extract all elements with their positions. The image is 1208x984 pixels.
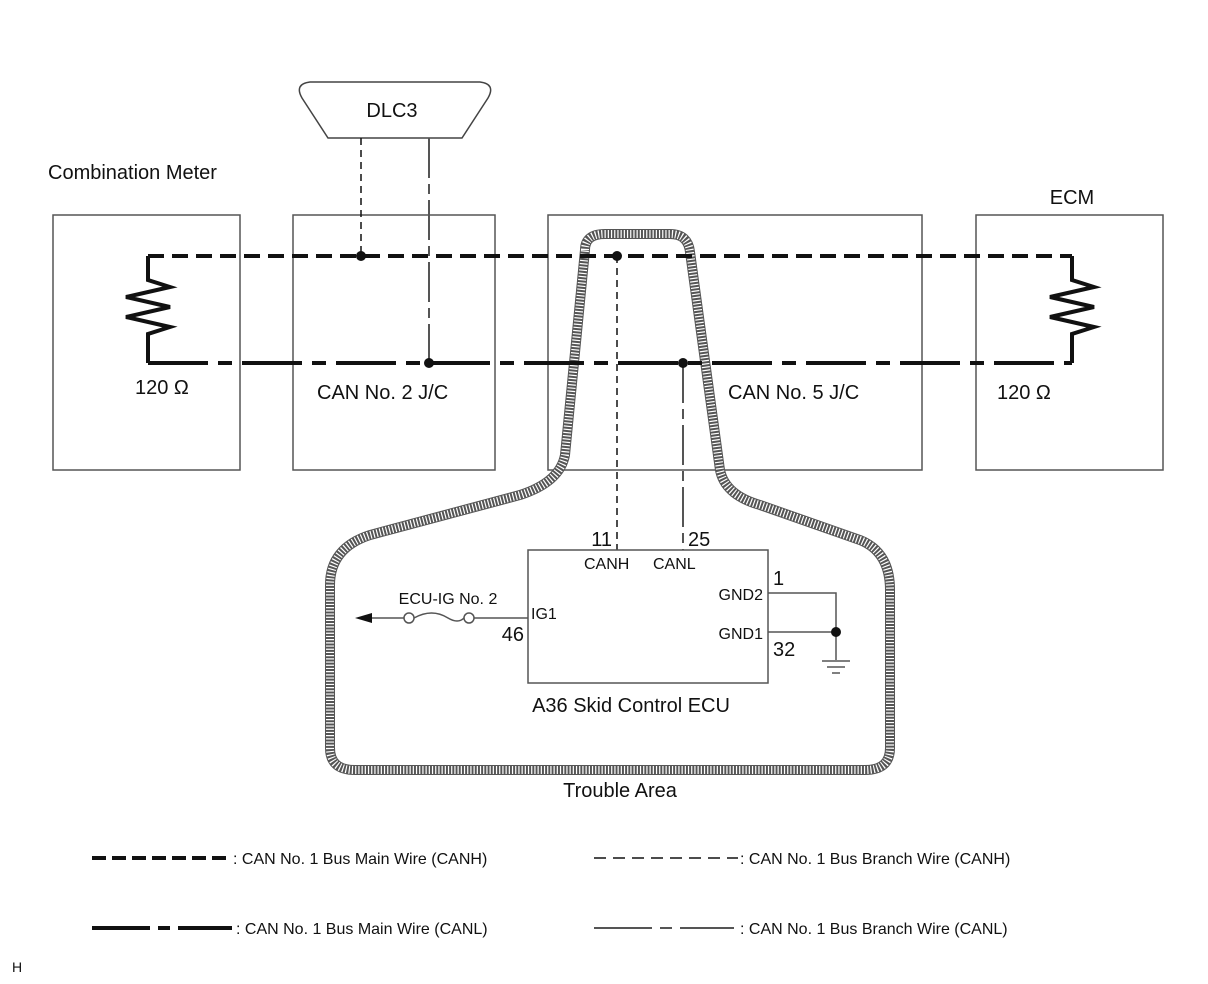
legend-canh-branch: : CAN No. 1 Bus Branch Wire (CANH) (740, 851, 1010, 868)
can-no2-jc-box (292, 214, 496, 471)
resistor-icon-right (1049, 256, 1102, 363)
pin-1: 1 (773, 568, 784, 590)
junction-dot (424, 358, 434, 368)
ground-wiring (768, 592, 837, 660)
dlc3-connector: DLC3 (298, 81, 492, 139)
junction-dot (678, 358, 688, 368)
pin-canh: CANH (584, 556, 629, 573)
pin-25: 25 (688, 529, 710, 551)
pin-46: 46 (502, 624, 524, 646)
ecm-label: ECM (1050, 187, 1094, 209)
junction-dot (612, 251, 622, 261)
pin-32: 32 (773, 639, 795, 661)
arrow-left-icon (355, 613, 372, 623)
pin-ig1: IG1 (531, 606, 557, 623)
legend-canl-main: : CAN No. 1 Bus Main Wire (CANL) (236, 921, 488, 938)
junction-dot (831, 627, 841, 637)
skid-control-ecu-box (527, 549, 769, 684)
footer-mark: H (12, 959, 22, 975)
dlc3-label: DLC3 (366, 100, 417, 122)
fuse-label: ECU-IG No. 2 (399, 591, 498, 608)
pin-gnd2: GND2 (719, 587, 764, 604)
legend: : CAN No. 1 Bus Main Wire (CANH) : CAN N… (92, 851, 1010, 938)
pin-11: 11 (591, 529, 612, 551)
combination-meter-box (52, 214, 241, 471)
junction-dot (356, 251, 366, 261)
legend-canh-main: : CAN No. 1 Bus Main Wire (CANH) (233, 851, 487, 868)
fuse-icon (370, 612, 528, 624)
resistor-right-label: 120 Ω (997, 382, 1051, 404)
trouble-area-outline (325, 229, 895, 775)
ground-icon (822, 660, 850, 674)
pin-gnd1: GND1 (719, 626, 764, 643)
ecu-title: A36 Skid Control ECU (532, 695, 730, 717)
combination-meter-label: Combination Meter (48, 162, 217, 184)
resistor-left-label: 120 Ω (135, 377, 189, 399)
pin-canl: CANL (653, 556, 696, 573)
legend-canl-branch: : CAN No. 1 Bus Branch Wire (CANL) (740, 921, 1008, 938)
trouble-area-label: Trouble Area (563, 780, 678, 802)
ecm-box (975, 214, 1164, 471)
can-no2-jc-label: CAN No. 2 J/C (317, 382, 448, 404)
resistor-icon-left (125, 256, 178, 363)
can-no5-jc-label: CAN No. 5 J/C (728, 382, 859, 404)
can-no5-jc-box (547, 214, 923, 471)
